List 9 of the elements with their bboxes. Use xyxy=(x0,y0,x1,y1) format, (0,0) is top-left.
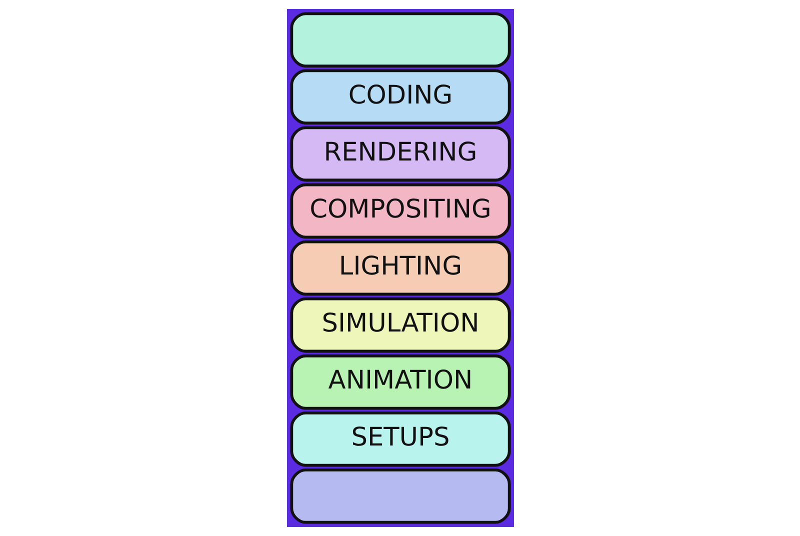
node-box: RENDERING xyxy=(290,126,510,182)
node-box: CODING xyxy=(290,69,510,125)
node-box: SETUPS xyxy=(290,411,510,467)
node-box: COMPOSITING xyxy=(290,183,510,239)
node-box: ANIMATION xyxy=(290,354,510,410)
node-box: LIGHTING xyxy=(290,240,510,296)
node-box: SIMULATION xyxy=(290,297,510,353)
node-box xyxy=(290,468,510,524)
node-box xyxy=(290,12,510,68)
